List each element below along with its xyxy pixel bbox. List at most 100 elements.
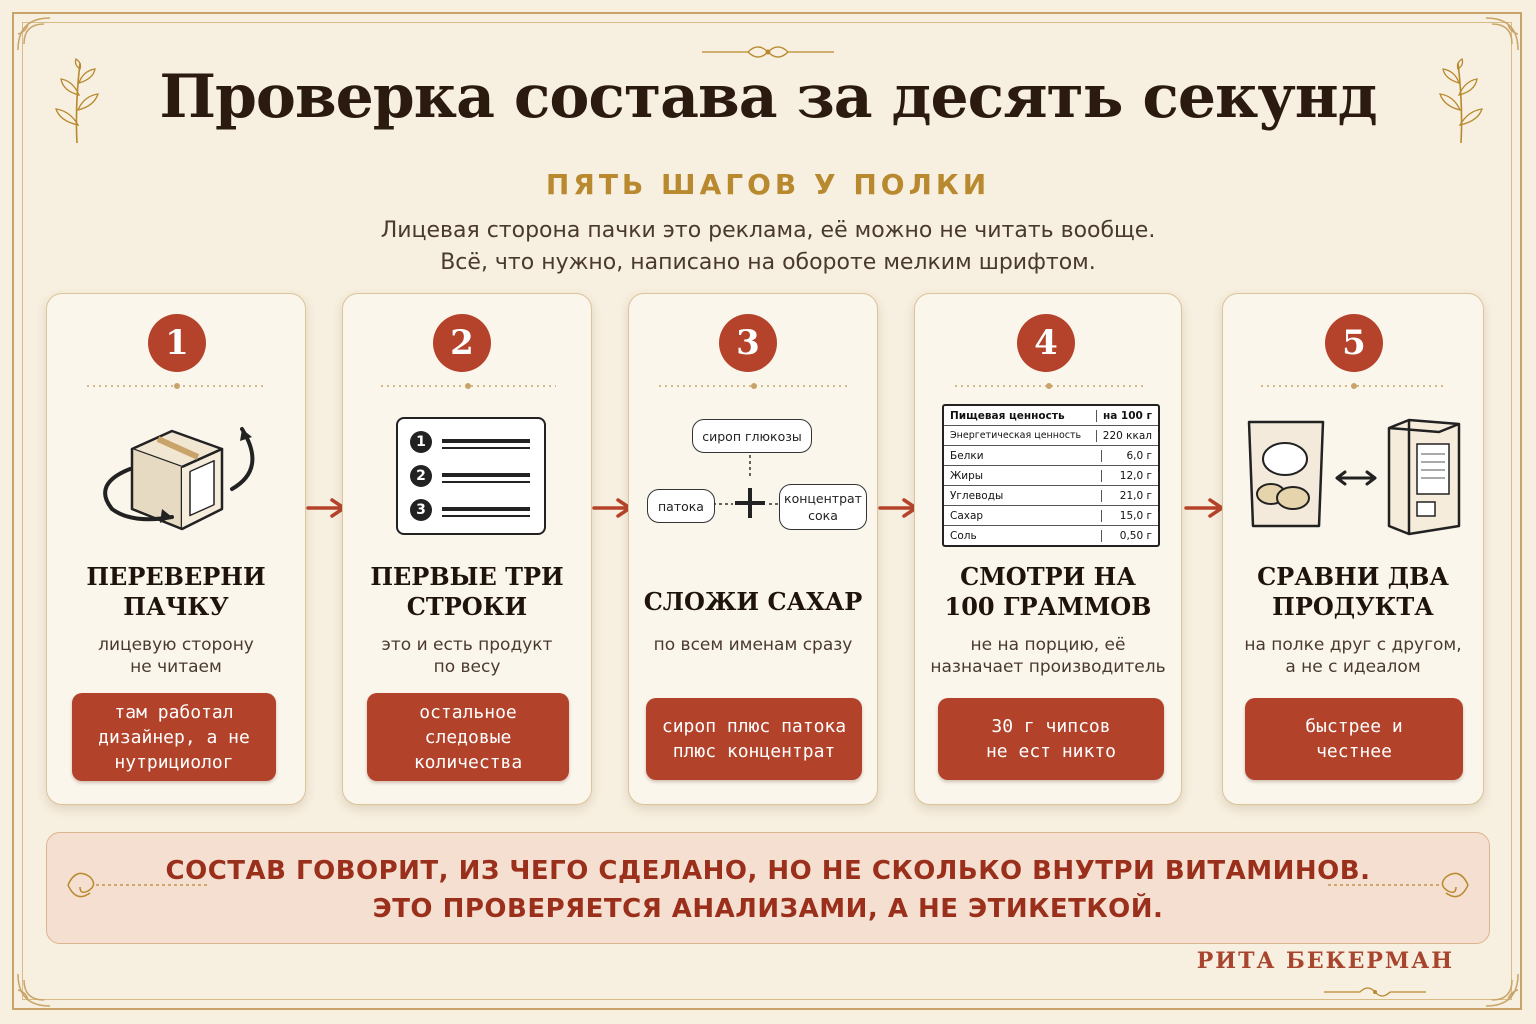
page-title: Проверка состава за десять секунд bbox=[159, 62, 1377, 132]
bubble-glucose-syrup: сироп глюкозы bbox=[692, 419, 812, 453]
tip-line: нутрициолог bbox=[114, 751, 234, 773]
tip-line: там работал bbox=[114, 701, 234, 723]
nutrition-value: 12,0 г bbox=[1101, 469, 1152, 482]
nutrition-header-unit: на 100 г bbox=[1095, 409, 1152, 422]
conclusion-line: СОСТАВ ГОВОРИТ, ИЗ ЧЕГО СДЕЛАНО, НО НЕ С… bbox=[165, 856, 1371, 886]
nutrition-value: 220 ккал bbox=[1095, 429, 1152, 442]
step-number-badge: 3 bbox=[719, 314, 777, 372]
bubble-line: сока bbox=[808, 508, 838, 523]
bubble-molasses: патока bbox=[647, 489, 715, 523]
step-title: СЛОЖИ САХАР bbox=[629, 587, 877, 617]
step-number-badge: 4 bbox=[1017, 314, 1075, 372]
ingredient-list-icon: 1 2 3 bbox=[396, 417, 546, 535]
step-desc-line: не читаем bbox=[130, 657, 222, 677]
step-desc-line: по весу bbox=[433, 657, 501, 677]
step-card-3: 3 сироп глюкозы патока концентрат сока С… bbox=[628, 293, 878, 805]
corner-ornament-bottom-right bbox=[1482, 970, 1522, 1010]
nutrition-header-name: Пищевая ценность bbox=[950, 409, 1065, 422]
step-title-line: СМОТРИ НА bbox=[960, 562, 1136, 591]
nutrition-row: Белки 6,0 г bbox=[944, 445, 1158, 465]
nutrition-value: 6,0 г bbox=[1101, 449, 1152, 462]
nutrition-row: Соль 0,50 г bbox=[944, 525, 1158, 545]
nutrition-name: Белки bbox=[950, 449, 984, 462]
leaf-sprig-icon-right bbox=[1426, 55, 1496, 145]
nutrition-row: Жиры 12,0 г bbox=[944, 465, 1158, 485]
step-tip-pill: там работал дизайнер, а не нутрициолог bbox=[72, 693, 276, 781]
tip-line: честнее bbox=[1316, 741, 1392, 762]
tip-line: сироп плюс патока bbox=[661, 716, 847, 737]
step-desc-line: это и есть продукт bbox=[381, 635, 553, 655]
list-number-icon: 1 bbox=[410, 431, 432, 453]
corner-ornament-top-left bbox=[14, 14, 54, 54]
step-title-line: ПРОДУКТА bbox=[1272, 592, 1434, 621]
dotted-divider bbox=[659, 383, 849, 389]
step-title-line: СРАВНИ ДВА bbox=[1257, 562, 1449, 591]
step-title-line: ПАЧКУ bbox=[123, 592, 229, 621]
step-description: это и есть продукт по весу bbox=[343, 634, 591, 678]
bottom-flourish-ornament bbox=[1324, 987, 1426, 997]
step-desc-line: лицевую сторону bbox=[98, 635, 254, 655]
top-flourish-ornament bbox=[698, 40, 838, 64]
corner-ornament-top-right bbox=[1482, 14, 1522, 54]
step-desc-line: не на порцию, её bbox=[970, 635, 1126, 655]
step-desc-line: назначает производитель bbox=[930, 657, 1166, 677]
tip-line: остальное bbox=[419, 701, 517, 723]
step-tip-pill: сироп плюс патока плюс концентрат bbox=[646, 698, 862, 780]
banner-flourish-right bbox=[1328, 872, 1469, 898]
step-desc-line: на полке друг с другом, bbox=[1244, 635, 1462, 655]
step-card-5: 5 СРАВНИ ДВА ПРОДУКТА bbox=[1222, 293, 1484, 805]
leaf-sprig-icon-left bbox=[42, 55, 112, 145]
dotted-divider bbox=[955, 383, 1143, 389]
bubble-juice-concentrate: концентрат сока bbox=[779, 484, 867, 530]
nutrition-value: 15,0 г bbox=[1101, 509, 1152, 522]
tip-line: следовые bbox=[424, 726, 512, 748]
nutrition-value: 21,0 г bbox=[1101, 489, 1152, 502]
step-title-line: СЛОЖИ САХАР bbox=[643, 587, 863, 616]
step-title-line: ПЕРВЫЕ ТРИ bbox=[370, 562, 564, 591]
step-number-badge: 2 bbox=[433, 314, 491, 372]
inner-frame bbox=[22, 22, 1512, 1000]
step-desc-line: по всем именам сразу bbox=[653, 635, 853, 655]
outer-frame bbox=[12, 12, 1522, 1010]
step-number-badge: 1 bbox=[148, 314, 206, 372]
step-description: не на порцию, её назначает производитель bbox=[915, 634, 1181, 678]
step-title: ПЕРЕВЕРНИ ПАЧКУ bbox=[47, 562, 305, 622]
flip-box-icon bbox=[103, 427, 255, 531]
conclusion-line: ЭТО ПРОВЕРЯЕТСЯ АНАЛИЗАМИ, А НЕ ЭТИКЕТКО… bbox=[372, 894, 1164, 924]
corner-ornament-bottom-left bbox=[14, 970, 54, 1010]
step-title: ПЕРВЫЕ ТРИ СТРОКИ bbox=[343, 562, 591, 622]
nutrition-label-table: Пищевая ценность на 100 г Энергетическая… bbox=[942, 404, 1160, 547]
conclusion-banner bbox=[46, 832, 1490, 944]
nutrition-row: Сахар 15,0 г bbox=[944, 505, 1158, 525]
step-title: СРАВНИ ДВА ПРОДУКТА bbox=[1223, 562, 1483, 622]
nutrition-row: Углеводы 21,0 г bbox=[944, 485, 1158, 505]
nutrition-row: Энергетическая ценность 220 ккал bbox=[944, 425, 1158, 445]
nutrition-name: Углеводы bbox=[950, 489, 1004, 502]
lead-line: Лицевая сторона пачки это реклама, её мо… bbox=[380, 218, 1156, 243]
step-tip-pill: быстрее и честнее bbox=[1245, 698, 1463, 780]
dotted-divider bbox=[381, 383, 556, 389]
tip-line: дизайнер, а не bbox=[98, 726, 250, 748]
conclusion-text: СОСТАВ ГОВОРИТ, ИЗ ЧЕГО СДЕЛАНО, НО НЕ С… bbox=[0, 852, 1536, 928]
dotted-divider bbox=[1261, 383, 1447, 389]
nutrition-name: Сахар bbox=[950, 509, 984, 522]
compare-products-icon bbox=[1247, 418, 1461, 536]
author-signature: РИТА БЕКЕРМАН bbox=[1196, 948, 1454, 974]
sugar-sum-connectors bbox=[713, 449, 781, 518]
step-desc-line: а не с идеалом bbox=[1285, 657, 1421, 677]
list-number-icon: 2 bbox=[410, 465, 432, 487]
step-card-1: 1 ПЕРЕВЕРНИ ПАЧКУ лицевую сторону не чит… bbox=[46, 293, 306, 805]
tip-line: плюс концентрат bbox=[672, 741, 836, 762]
tip-line: количества bbox=[413, 751, 523, 773]
lead-text: Лицевая сторона пачки это реклама, её мо… bbox=[0, 215, 1536, 279]
step-title: СМОТРИ НА 100 ГРАММОВ bbox=[915, 562, 1181, 622]
step-description: на полке друг с другом, а не с идеалом bbox=[1223, 634, 1483, 678]
nutrition-name: Жиры bbox=[950, 469, 984, 482]
tip-line: 30 г чипсов bbox=[991, 716, 1111, 737]
step-title-line: 100 ГРАММОВ bbox=[944, 592, 1152, 621]
step-description: лицевую сторону не читаем bbox=[47, 634, 305, 678]
step-description: по всем именам сразу bbox=[629, 634, 877, 656]
tip-line: не ест никто bbox=[985, 741, 1117, 762]
step-title-line: ПЕРЕВЕРНИ bbox=[86, 562, 266, 591]
dotted-divider bbox=[87, 383, 267, 389]
